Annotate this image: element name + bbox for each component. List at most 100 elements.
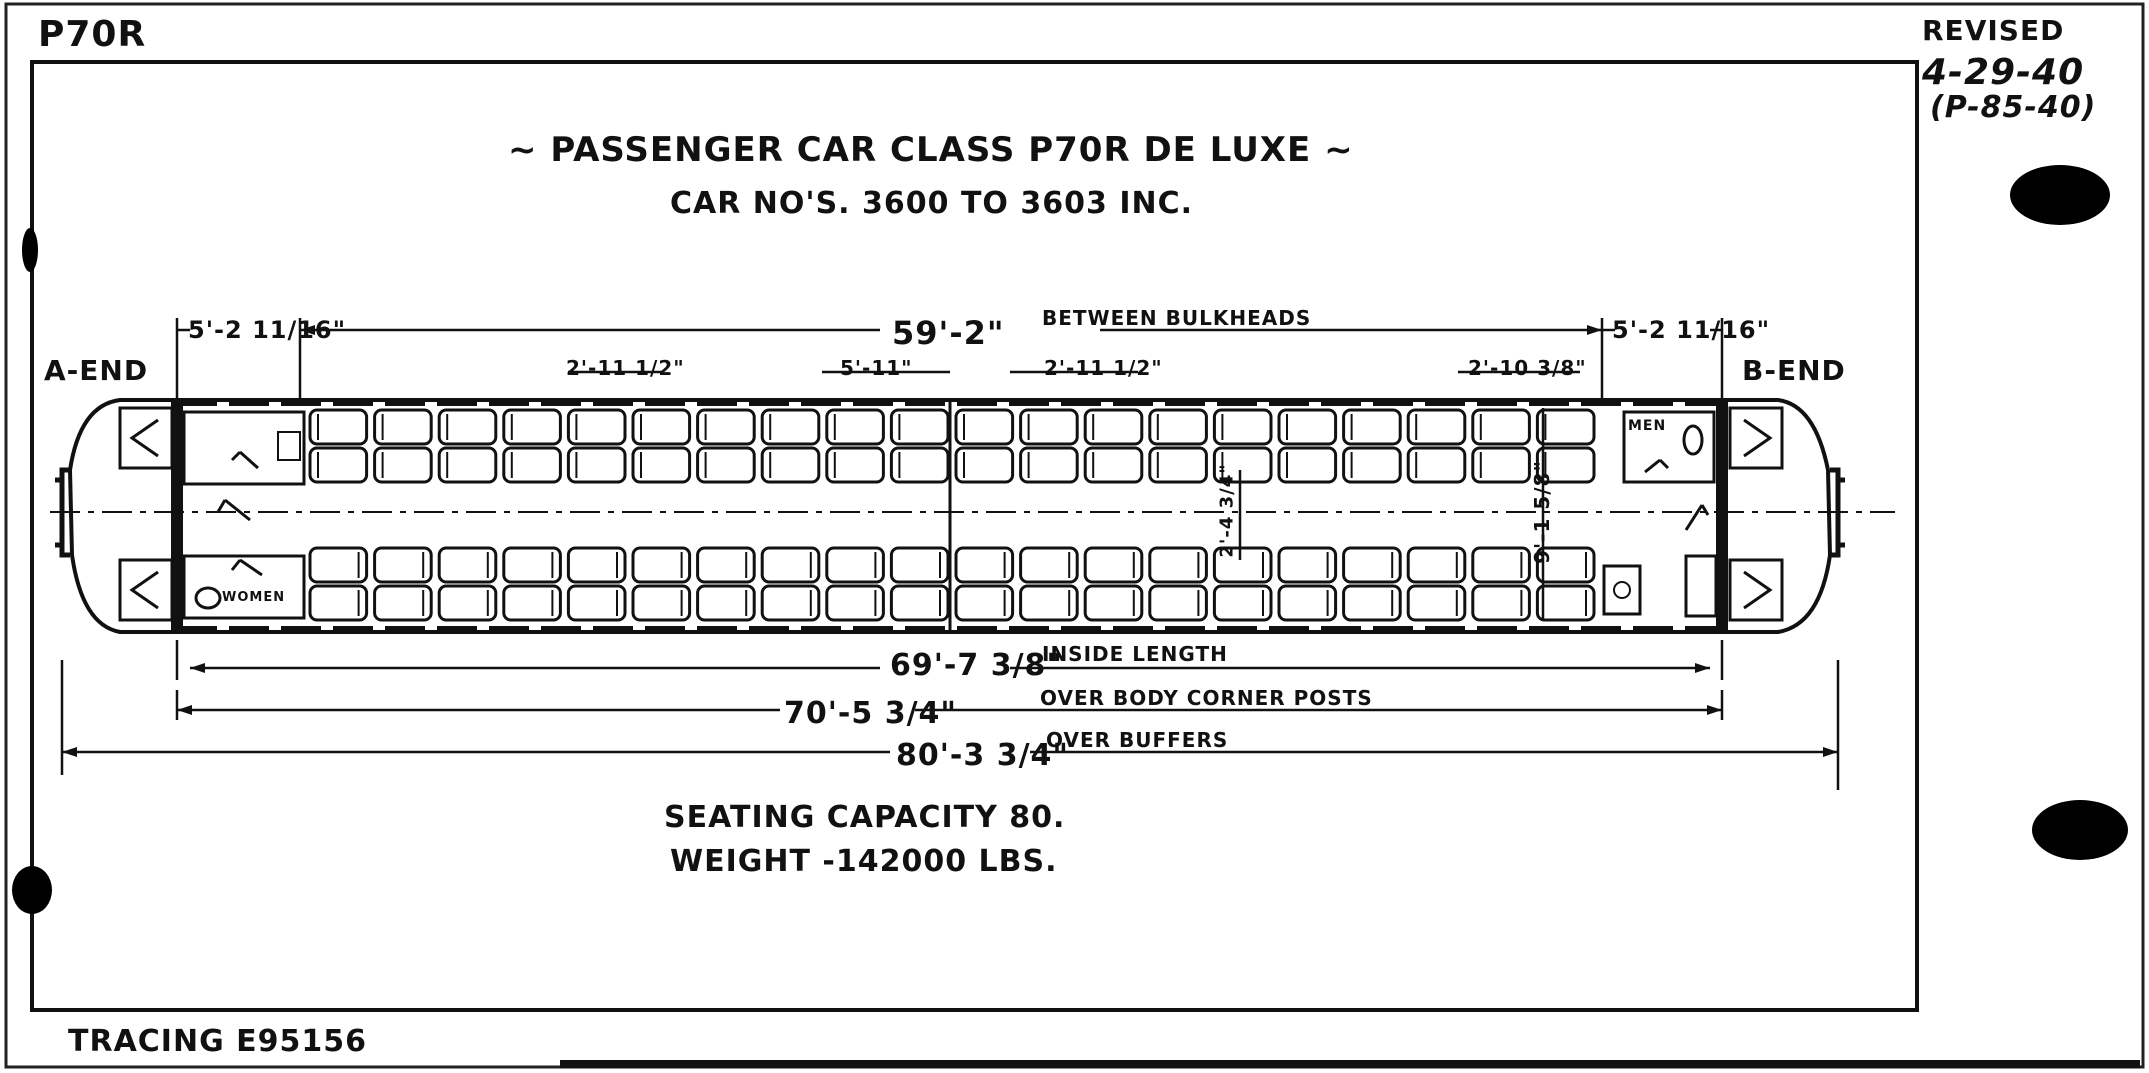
- inner-frame: [30, 60, 1919, 1012]
- b-vestibule-dim: 5'-2 11/16": [1612, 316, 1771, 344]
- seat: [760, 546, 821, 584]
- seat: [1083, 584, 1144, 622]
- seat: [373, 408, 433, 446]
- seat: [1406, 546, 1467, 584]
- a-vestibule-dim: 5'-2 11/16": [188, 316, 347, 344]
- diagram-title: ~ PASSENGER CAR CLASS P70R DE LUXE ~: [508, 130, 1354, 170]
- seat: [1277, 584, 1338, 622]
- men-room-label: MEN: [1628, 418, 1667, 434]
- corner-posts-value: 70'-5 3/4": [784, 696, 958, 731]
- seat: [1148, 546, 1208, 584]
- seat-pitch-2: 5'-11": [840, 356, 913, 380]
- seat: [760, 408, 821, 446]
- seat: [631, 584, 692, 622]
- buffers-value: 80'-3 3/4": [896, 738, 1070, 773]
- seat: [502, 546, 562, 584]
- punch-hole: [2010, 165, 2110, 225]
- between-bulkheads-value: 59'-2": [892, 314, 1005, 352]
- seat: [502, 446, 562, 484]
- seat: [1019, 546, 1079, 584]
- revised-date: 4-29-40: [1922, 52, 2085, 93]
- seat-pitch-4: 2'-10 3/8": [1468, 356, 1587, 380]
- seat: [631, 446, 692, 484]
- dimension-arrows: [62, 325, 1838, 757]
- seat: [308, 584, 369, 622]
- seat: [1535, 408, 1596, 446]
- seat: [1148, 584, 1208, 622]
- seat: [437, 584, 498, 622]
- seat-pitch-1: 2'-11 1/2": [566, 356, 685, 380]
- tracing-number: TRACING E95156: [68, 1024, 367, 1059]
- seat: [889, 446, 950, 484]
- seat: [1471, 584, 1531, 622]
- seat: [696, 584, 756, 622]
- seat: [696, 446, 756, 484]
- seat: [1212, 446, 1273, 484]
- revised-label: REVISED: [1922, 14, 2065, 47]
- seat: [1406, 408, 1467, 446]
- seat: [1342, 546, 1402, 584]
- seat: [1019, 408, 1079, 446]
- punch-hole: [22, 228, 38, 272]
- seat: [825, 446, 885, 484]
- seat: [1148, 408, 1208, 446]
- seat: [502, 408, 562, 446]
- inside-length-label: INSIDE LENGTH: [1042, 642, 1228, 666]
- seat: [1342, 408, 1402, 446]
- seat: [1471, 546, 1531, 584]
- seat: [566, 446, 627, 484]
- seat: [566, 408, 627, 446]
- seat: [825, 546, 885, 584]
- seat: [1471, 446, 1531, 484]
- seat: [1277, 546, 1338, 584]
- seat: [825, 408, 885, 446]
- class-code: P70R: [38, 14, 147, 55]
- seat: [373, 446, 433, 484]
- seat: [1212, 408, 1273, 446]
- seat: [437, 408, 498, 446]
- revised-ref: (P-85-40): [1930, 90, 2097, 125]
- seat: [954, 546, 1015, 584]
- a-end-label: A-END: [44, 354, 149, 387]
- seat: [1019, 584, 1079, 622]
- weight: WEIGHT -142000 LBS.: [670, 844, 1058, 879]
- punch-hole: [2032, 800, 2128, 860]
- women-room-label: WOMEN: [222, 590, 286, 605]
- seat: [631, 408, 692, 446]
- seat: [308, 546, 369, 584]
- b-end-label: B-END: [1742, 354, 1846, 387]
- seat: [437, 446, 498, 484]
- dimension-lines: [60, 318, 1840, 790]
- seat: [1406, 584, 1467, 622]
- inside-length-value: 69'-7 3/8": [890, 648, 1064, 683]
- seat: [373, 584, 433, 622]
- car-body: [55, 398, 1845, 634]
- seat: [1277, 446, 1338, 484]
- seat: [954, 446, 1015, 484]
- between-bulkheads-label: BETWEEN BULKHEADS: [1042, 306, 1312, 330]
- corner-posts-label: OVER BODY CORNER POSTS: [1040, 686, 1373, 710]
- seat: [696, 408, 756, 446]
- seat: [1083, 446, 1144, 484]
- seat: [1471, 408, 1531, 446]
- seating-capacity: SEATING CAPACITY 80.: [664, 800, 1066, 835]
- seat: [1148, 446, 1208, 484]
- seat: [566, 546, 627, 584]
- aisle-width-dim: 2'-4 3/4": [1216, 463, 1238, 558]
- seat: [1342, 584, 1402, 622]
- seat: [1342, 446, 1402, 484]
- seating-layout: [308, 408, 1596, 622]
- buffers-label: OVER BUFFERS: [1046, 728, 1229, 752]
- seat: [1212, 546, 1273, 584]
- seat: [502, 584, 562, 622]
- diagram-subtitle: CAR NO'S. 3600 TO 3603 INC.: [670, 186, 1193, 221]
- seat: [631, 546, 692, 584]
- punch-hole: [12, 866, 52, 914]
- seat: [1406, 446, 1467, 484]
- seat: [825, 584, 885, 622]
- seat: [889, 584, 950, 622]
- seat: [1212, 584, 1273, 622]
- seat: [1535, 446, 1596, 484]
- seat: [760, 584, 821, 622]
- seat: [954, 584, 1015, 622]
